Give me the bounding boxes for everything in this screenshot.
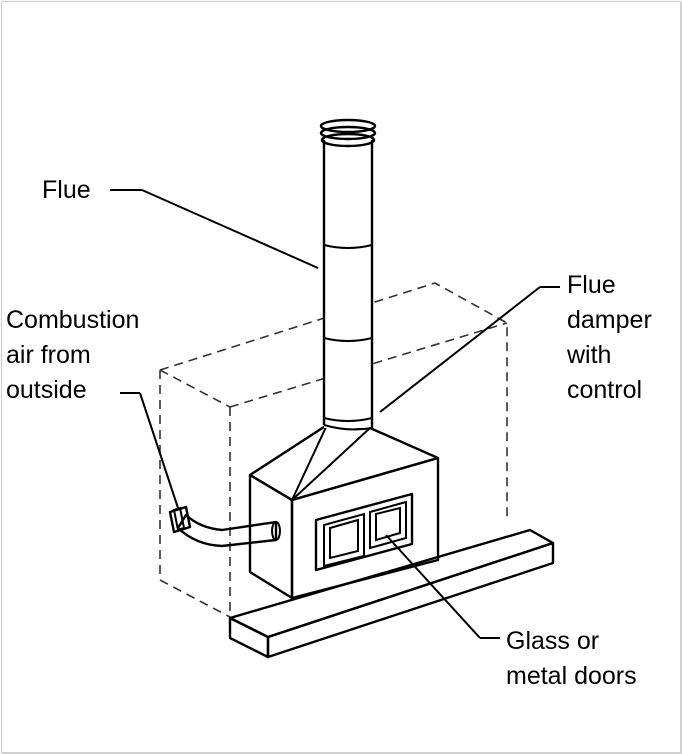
combustion-air-line-2: air from: [6, 341, 91, 369]
hearth-slab: [228, 528, 555, 659]
doors-line-1: Glass or: [506, 627, 600, 655]
combustion-air-pipe: [168, 505, 281, 548]
stove-body: [248, 423, 440, 600]
flue-label: Flue: [42, 173, 91, 208]
flue-damper-line-3: with: [567, 341, 612, 369]
flue-damper-label: Flue damper with control: [567, 268, 652, 408]
combustion-air-line-3: outside: [6, 376, 87, 404]
flue-pipe: [322, 140, 374, 431]
stove-doors: [314, 492, 414, 572]
combustion-air-line-1: Combustion: [6, 306, 140, 334]
doors-label: Glass or metal doors: [506, 624, 637, 694]
damper-leader-line-diagonal: [379, 286, 541, 413]
combustion-leader-line-diagonal: [139, 392, 179, 509]
flue-damper-line-4: control: [567, 376, 643, 404]
flue-leader-line-diagonal: [141, 189, 319, 269]
flue-cap: [319, 118, 377, 148]
flue-damper-line-1: Flue: [567, 271, 616, 299]
doors-line-2: metal doors: [506, 662, 637, 690]
flue-label-text: Flue: [42, 176, 91, 204]
combustion-air-label: Combustion air from outside: [6, 303, 139, 408]
flue-damper-line-2: damper: [567, 306, 652, 334]
doors-leader-line: [385, 534, 481, 639]
enclosure-outline: [159, 282, 508, 618]
